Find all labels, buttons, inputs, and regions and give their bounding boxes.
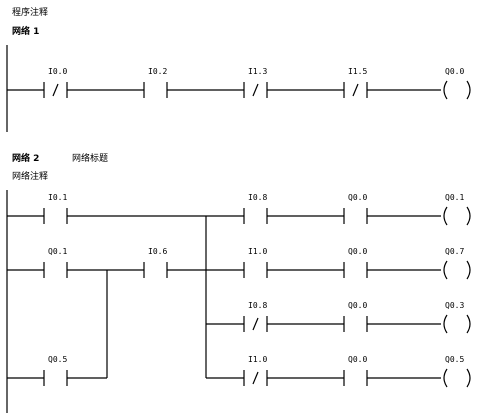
coil-address: Q0.3: [445, 301, 464, 310]
n2-branch-2-coil: Q0.3: [443, 301, 471, 334]
n2-branch-2-contact-2: Q0.0: [343, 301, 368, 332]
n2-branch-3-contact-1: I1.0: [243, 355, 268, 386]
contact-address: I0.8: [248, 301, 267, 310]
n2-branch-1-contact-1: I1.0: [243, 247, 268, 278]
network-1-label: 网络 1: [12, 27, 40, 37]
contact-address: I0.8: [248, 193, 267, 202]
contact-address: Q0.0: [348, 193, 367, 202]
contact-address: Q0.0: [348, 301, 367, 310]
n2-branch-0-coil: Q0.1: [443, 193, 471, 226]
program-comment: 程序注释: [12, 8, 49, 18]
contact-address: Q0.0: [348, 247, 367, 256]
contact-address: I1.0: [248, 247, 267, 256]
n1-contact-1: I0.2: [143, 67, 168, 98]
n1-contact-0: I0.0: [43, 67, 68, 98]
n1-contact-2: I1.3: [243, 67, 268, 98]
network-1-rung: [6, 45, 441, 132]
contact-address: Q0.5: [48, 355, 67, 364]
coil-address: Q0.0: [445, 67, 464, 76]
nc-slash: [252, 317, 259, 331]
network-2-title: 网络标题: [72, 154, 109, 164]
n2-input-contact-2: I0.6: [143, 247, 168, 278]
contact-address: I1.3: [248, 67, 267, 76]
n1-coil: Q0.0: [443, 67, 471, 100]
network-2-rung: [6, 190, 441, 413]
n2-branch-3-coil: Q0.5: [443, 355, 471, 388]
n2-input-contact-0: I0.1: [43, 193, 68, 224]
nc-slash: [52, 83, 59, 97]
n2-input-contact-1: Q0.1: [43, 247, 68, 278]
coil-address: Q0.5: [445, 355, 464, 364]
n2-branch-1-contact-2: Q0.0: [343, 247, 368, 278]
contact-address: I0.1: [48, 193, 67, 202]
n2-branch-1-coil: Q0.7: [443, 247, 471, 280]
contact-address: I1.0: [248, 355, 267, 364]
contact-address: I0.6: [148, 247, 167, 256]
coil-address: Q0.1: [445, 193, 464, 202]
n2-branch-0-contact-1: I0.8: [243, 193, 268, 224]
contact-address: Q0.1: [48, 247, 67, 256]
nc-slash: [252, 83, 259, 97]
contact-address: Q0.0: [348, 355, 367, 364]
nc-slash: [252, 371, 259, 385]
n2-input-contact-3: Q0.5: [43, 355, 68, 386]
n2-branch-3-contact-2: Q0.0: [343, 355, 368, 386]
contact-address: I1.5: [348, 67, 367, 76]
nc-slash: [352, 83, 359, 97]
n2-branch-2-contact-1: I0.8: [243, 301, 268, 332]
coil-address: Q0.7: [445, 247, 464, 256]
network-2-comment: 网络注释: [12, 172, 49, 182]
contact-address: I0.2: [148, 67, 167, 76]
contact-address: I0.0: [48, 67, 67, 76]
n2-branch-0-contact-2: Q0.0: [343, 193, 368, 224]
network-2-label: 网络 2: [12, 154, 40, 164]
n1-contact-3: I1.5: [343, 67, 368, 98]
